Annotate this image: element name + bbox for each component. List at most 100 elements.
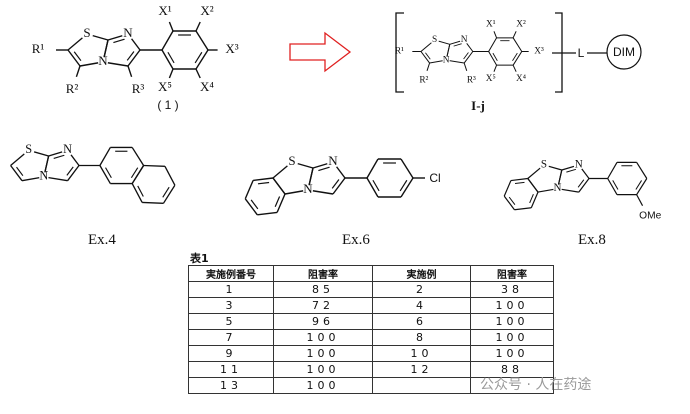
- bond: [492, 52, 498, 61]
- substituent-r1: R¹: [32, 41, 45, 56]
- dim-label: DIM: [613, 45, 635, 59]
- bond: [636, 162, 648, 179]
- bond: [276, 193, 286, 213]
- bond: [161, 49, 174, 70]
- bond: [318, 166, 330, 172]
- substituent-r1: R¹: [395, 47, 404, 57]
- nitrogen-atom: N: [443, 55, 450, 65]
- nitrogen-atom: N: [123, 25, 133, 40]
- sulfur-atom: S: [25, 142, 32, 156]
- bond: [512, 52, 518, 62]
- substituent-x1: X¹: [158, 3, 171, 18]
- bond: [530, 191, 539, 208]
- bond: [75, 65, 81, 78]
- bond: [195, 49, 209, 70]
- bond: [113, 38, 125, 44]
- nitrogen-atom: N: [39, 169, 48, 183]
- bond: [137, 185, 144, 197]
- table-cell: 8: [372, 329, 471, 346]
- bond: [194, 51, 203, 64]
- table-cell: 100: [273, 377, 373, 394]
- nitrogen-atom: N: [328, 153, 338, 168]
- table-cell: 3: [188, 297, 274, 314]
- bond: [161, 30, 174, 51]
- table-cell: 38: [470, 281, 554, 298]
- bond: [66, 166, 74, 176]
- substituent-x5: X⁵: [158, 79, 172, 94]
- bond: [168, 21, 174, 32]
- bond: [463, 51, 474, 64]
- bond: [126, 51, 135, 61]
- substituent-r3: R³: [467, 75, 476, 85]
- bond: [257, 211, 278, 216]
- substituent-x5: X⁵: [486, 74, 496, 84]
- atom-background: [573, 159, 584, 170]
- table-cell: 100: [470, 345, 554, 362]
- substituent-x4: X⁴: [516, 74, 526, 84]
- table-cell: 96: [273, 313, 373, 330]
- header-inhibition-rate: 阻害率: [273, 265, 373, 282]
- sulfur-atom: S: [288, 153, 295, 168]
- atom-background: [286, 156, 298, 168]
- atom-background: [430, 35, 439, 45]
- table-cell: 9: [188, 345, 274, 362]
- substituent-x2: X²: [516, 19, 526, 29]
- nitrogen-atom: N: [63, 142, 72, 156]
- methoxy-substituent: OMe: [639, 211, 661, 222]
- substituent-r2: R²: [419, 75, 428, 85]
- substituent-x2: X²: [200, 3, 213, 18]
- example-label-4: Ex.4: [88, 232, 116, 248]
- bond: [127, 65, 133, 78]
- atom-background: [122, 28, 134, 40]
- bond: [612, 180, 619, 190]
- bond: [131, 183, 143, 203]
- bond: [512, 37, 523, 52]
- bond: [162, 186, 170, 198]
- table-cell: 10: [372, 345, 471, 362]
- bond: [332, 177, 346, 195]
- bond: [67, 165, 80, 182]
- bond: [130, 167, 139, 179]
- bond: [577, 179, 585, 188]
- substituent-x3: X³: [225, 41, 238, 56]
- example-label-6: Ex.6: [342, 232, 370, 248]
- bond: [366, 177, 379, 198]
- atom-background: [538, 159, 550, 170]
- table-cell: 1: [188, 281, 274, 298]
- bond: [143, 164, 165, 168]
- bond: [244, 180, 254, 200]
- atom-background: [327, 156, 339, 168]
- nitrogen-atom: N: [575, 158, 583, 170]
- bond: [167, 51, 175, 64]
- bond: [73, 51, 82, 62]
- watermark: 公众号 · 人在药途: [480, 377, 592, 393]
- bond: [67, 49, 81, 67]
- bond: [529, 194, 534, 204]
- reaction-arrow-icon: [289, 31, 352, 73]
- bond: [420, 51, 431, 64]
- table-cell: 100: [470, 297, 554, 314]
- bond: [636, 178, 648, 195]
- bond: [635, 180, 643, 190]
- bond: [164, 166, 176, 186]
- table-cell: 5: [188, 313, 274, 330]
- dim-circle: [606, 34, 642, 70]
- atom-background: [81, 28, 93, 40]
- atom-background: [442, 56, 450, 64]
- bond: [607, 178, 618, 195]
- sulfur-atom: S: [83, 25, 90, 40]
- bond: [514, 207, 532, 211]
- left-bracket: [395, 12, 404, 93]
- structure-I-j-label: I-j: [471, 98, 485, 113]
- table-cell: 100: [273, 361, 373, 378]
- bond: [99, 165, 111, 184]
- table-cell: 100: [470, 329, 554, 346]
- chloro-substituent: Cl: [429, 171, 440, 185]
- example-label-8: Ex.8: [578, 232, 606, 248]
- bond: [488, 37, 497, 52]
- bond: [453, 43, 462, 47]
- atom-background: [39, 172, 49, 182]
